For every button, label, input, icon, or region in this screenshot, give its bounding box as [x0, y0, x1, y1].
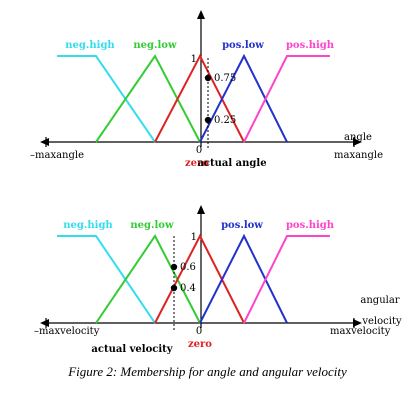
y-axis-arrow	[197, 10, 205, 19]
set-label-neg-high: neg.high	[63, 220, 113, 231]
crisp-input-label: actual velocity	[91, 344, 173, 355]
figure-caption: Figure 2: Membership for angle and angul…	[68, 364, 347, 379]
membership-neg-high-line	[57, 55, 156, 143]
x-min-label: –maxvelocity	[34, 326, 100, 337]
set-label-pos-high: pos.high	[286, 40, 335, 51]
membership-pos-low-line	[199, 53, 288, 143]
chart-angle: neg.high neg.low pos.low pos.high zero 1 0 –max…	[30, 10, 383, 169]
set-label-zero: zero	[185, 158, 209, 169]
x-axis-arrow-left	[40, 319, 49, 327]
membership-pos-high-line	[243, 55, 330, 143]
x-axis-arrow-left	[40, 138, 49, 146]
crisp-input-label: actual angle	[197, 158, 266, 169]
membership-value-label: 0.25	[214, 115, 236, 126]
membership-pos-high-line	[243, 235, 330, 324]
set-label-neg-low: neg.low	[133, 40, 177, 51]
set-label-neg-high: neg.high	[65, 40, 115, 51]
axis-label: angle	[344, 132, 372, 143]
origin-label: 0	[196, 326, 202, 337]
membership-value-label: 0.75	[214, 73, 236, 84]
y-axis-arrow	[197, 205, 205, 214]
membership-zero-line	[154, 53, 245, 143]
membership-pos-low-line	[199, 233, 288, 324]
membership-value-dot	[170, 284, 178, 292]
set-label-pos-high: pos.high	[286, 220, 335, 231]
origin-label: 0	[196, 145, 202, 156]
y-max-label: 1	[191, 232, 197, 243]
membership-zero-line	[154, 233, 245, 324]
set-label-neg-low: neg.low	[130, 220, 174, 231]
x-axis-arrow-right	[353, 138, 362, 146]
x-max-label: maxangle	[334, 150, 383, 161]
membership-value-label: 0.4	[180, 283, 196, 294]
membership-value-dot	[170, 263, 178, 271]
membership-neg-low-line	[95, 234, 201, 324]
membership-neg-high-line	[57, 235, 156, 324]
set-label-pos-low: pos.low	[222, 40, 264, 51]
axis-label: velocity	[361, 316, 402, 327]
membership-value-dot	[204, 74, 212, 82]
membership-value-dot	[204, 116, 212, 124]
chart-velocity: neg.high neg.low pos.low pos.high zero 1 0 –max…	[34, 205, 402, 355]
membership-value-label: 0.6	[180, 262, 196, 273]
set-label-pos-low: pos.low	[221, 220, 263, 231]
membership-neg-low-line	[95, 54, 201, 143]
set-label-zero: zero	[188, 339, 212, 350]
x-min-label: –maxangle	[30, 150, 84, 161]
x-axis-arrow-right	[353, 319, 362, 327]
x-max-label: maxvelocity	[330, 326, 391, 337]
axis-label: angular	[360, 295, 399, 306]
y-max-label: 1	[191, 54, 197, 65]
